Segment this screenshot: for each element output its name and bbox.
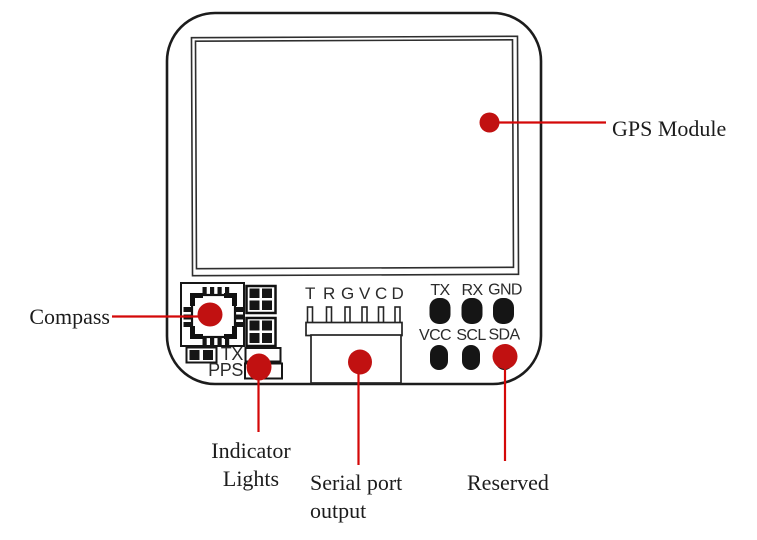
label-indicator-line2: Lights <box>223 466 279 491</box>
smd-cluster-top-pads <box>249 288 272 310</box>
serial-pin <box>325 306 333 324</box>
tx-led-label: TX <box>221 344 244 364</box>
serial-pin <box>344 306 351 324</box>
pad-gnd <box>493 298 514 324</box>
label-serial-line2: output <box>310 498 366 523</box>
serial-connector: T R G V C D <box>305 284 404 384</box>
serial-pin-label-g: G <box>341 284 354 303</box>
serial-pin <box>361 306 368 324</box>
label-gps-module: GPS Module <box>612 116 726 141</box>
compass-chip <box>180 282 245 347</box>
gps-antenna-inner <box>194 39 515 270</box>
pad-label-rx: RX <box>461 282 483 299</box>
label-indicator-line1: Indicator <box>211 438 291 463</box>
serial-port-dot <box>348 349 372 375</box>
pps-led-label: PPS <box>208 360 243 380</box>
label-serial-line1: Serial port <box>310 470 402 495</box>
gps-antenna <box>190 35 520 277</box>
serial-connector-body <box>310 334 402 384</box>
label-reserved: Reserved <box>467 470 549 495</box>
pad-label-vcc: VCC <box>419 327 451 344</box>
serial-pin-label-v: V <box>359 284 371 303</box>
smd-cluster-bottom-pads <box>249 320 272 343</box>
pad-vcc <box>430 345 448 370</box>
serial-pin-label-d: D <box>392 284 404 303</box>
pad-label-gnd: GND <box>488 282 522 299</box>
pad-scl <box>462 345 480 370</box>
serial-pin <box>377 306 385 324</box>
smd-component <box>185 346 218 364</box>
serial-pin-label-t: T <box>305 284 315 303</box>
gps-module-dot <box>479 112 500 133</box>
label-compass: Compass <box>29 304 110 329</box>
indicator-dot <box>246 353 272 381</box>
serial-pin-label-c: C <box>375 284 387 303</box>
compass-chip-corner-brackets <box>190 293 237 339</box>
serial-pin-label-r: R <box>323 284 335 303</box>
reserved-dot <box>492 344 518 369</box>
gps-antenna-outer <box>190 35 520 277</box>
compass-dot <box>197 302 223 327</box>
pad-tx <box>429 298 451 324</box>
smd-cluster-top <box>245 284 277 315</box>
smd-cluster-bottom <box>245 316 277 348</box>
pad-label-tx: TX <box>430 282 450 299</box>
pad-rx <box>461 298 483 324</box>
pad-label-sda: SDA <box>488 327 520 344</box>
serial-pin <box>306 306 314 324</box>
serial-connector-flange <box>305 321 403 337</box>
pad-label-scl: SCL <box>456 327 486 344</box>
serial-pin <box>394 306 401 324</box>
smd-component-pads <box>189 350 213 360</box>
